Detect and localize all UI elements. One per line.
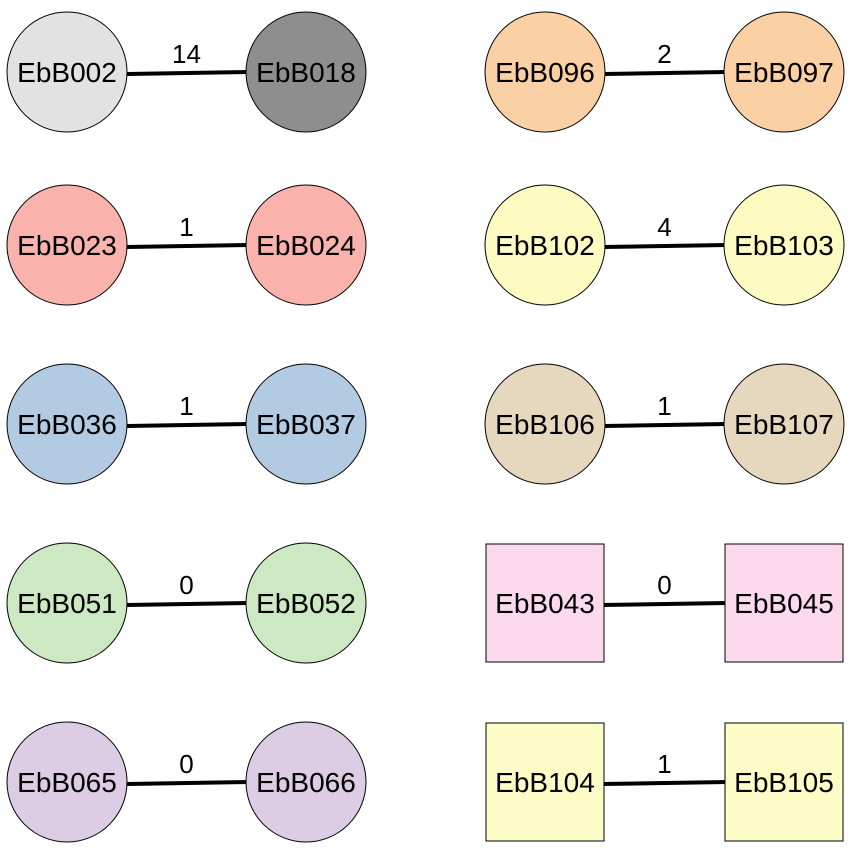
- node-circle-ebb036[interactable]: [6, 363, 128, 485]
- edge-weight-label: 2: [657, 39, 671, 69]
- node-circle-ebb065[interactable]: [6, 721, 128, 843]
- node-square-ebb104[interactable]: [485, 722, 605, 842]
- edge-line: [601, 243, 728, 249]
- edge-line: [600, 601, 729, 607]
- node-label: EbB018: [256, 57, 356, 88]
- edge-line: [123, 601, 250, 607]
- node-label: EbB066: [256, 767, 356, 798]
- node-label: EbB024: [256, 230, 356, 261]
- node-label: EbB043: [495, 588, 595, 619]
- node-label: EbB037: [256, 409, 356, 440]
- node-circle-ebb106[interactable]: [484, 363, 606, 485]
- edge-line: [123, 70, 250, 76]
- node-label: EbB103: [734, 230, 834, 261]
- node-circle-ebb002[interactable]: [6, 11, 128, 133]
- edge-weight-label: 1: [657, 749, 671, 779]
- node-label: EbB106: [495, 409, 595, 440]
- node-label: EbB002: [17, 57, 117, 88]
- node-circle-ebb052[interactable]: [245, 542, 367, 664]
- edge-weight-label: 4: [657, 212, 671, 242]
- node-circle-ebb103[interactable]: [723, 184, 845, 306]
- node-circle-ebb023[interactable]: [6, 184, 128, 306]
- node-square-ebb105[interactable]: [724, 722, 844, 842]
- node-circle-ebb107[interactable]: [723, 363, 845, 485]
- edge-weight-label: 0: [179, 570, 193, 600]
- edge-line: [600, 780, 729, 786]
- node-circle-ebb037[interactable]: [245, 363, 367, 485]
- edge-weight-label: 0: [179, 749, 193, 779]
- edge-weight-label: 1: [657, 391, 671, 421]
- edge-weight-label: 0: [657, 570, 671, 600]
- node-label: EbB051: [17, 588, 117, 619]
- edge-line: [123, 422, 250, 428]
- node-circle-ebb024[interactable]: [245, 184, 367, 306]
- edge-weight-label: 1: [179, 391, 193, 421]
- node-label: EbB023: [17, 230, 117, 261]
- edge-weight-label: 14: [172, 39, 201, 69]
- node-label: EbB096: [495, 57, 595, 88]
- node-circle-ebb097[interactable]: [723, 11, 845, 133]
- node-label: EbB036: [17, 409, 117, 440]
- node-label: EbB097: [734, 57, 834, 88]
- node-square-ebb045[interactable]: [724, 543, 844, 663]
- edge-line: [123, 243, 250, 249]
- node-label: EbB104: [495, 767, 595, 798]
- edge-line: [601, 70, 728, 76]
- node-label: EbB105: [734, 767, 834, 798]
- node-circle-ebb051[interactable]: [6, 542, 128, 664]
- node-circle-ebb066[interactable]: [245, 721, 367, 843]
- node-square-ebb043[interactable]: [485, 543, 605, 663]
- edge-line: [601, 422, 728, 428]
- edge-weight-label: 1: [179, 212, 193, 242]
- node-circle-ebb096[interactable]: [484, 11, 606, 133]
- node-label: EbB102: [495, 230, 595, 261]
- node-label: EbB107: [734, 409, 834, 440]
- node-label: EbB045: [734, 588, 834, 619]
- node-circle-ebb102[interactable]: [484, 184, 606, 306]
- node-circle-ebb018[interactable]: [245, 11, 367, 133]
- edge-line: [123, 780, 250, 786]
- node-label: EbB065: [17, 767, 117, 798]
- node-label: EbB052: [256, 588, 356, 619]
